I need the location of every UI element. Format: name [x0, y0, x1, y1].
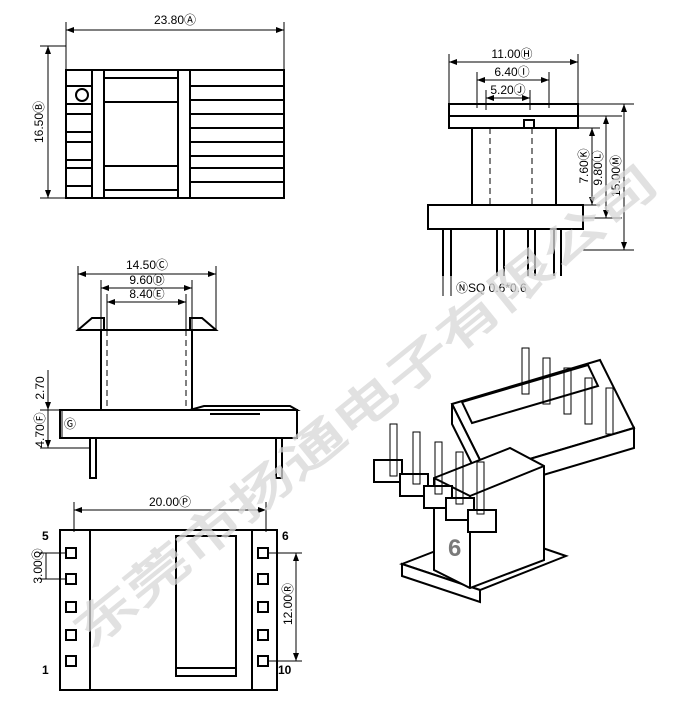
pin-label-6: 6 [282, 529, 289, 543]
bottom-view: 20.00Ⓟ 5 6 1 10 3.00Ⓠ [31, 495, 302, 691]
front-width-a-dimension: 14.50Ⓒ [126, 258, 168, 272]
bottom-span-dimension: 12.00Ⓡ [281, 583, 295, 625]
side-height-a-dimension: 7.60Ⓚ [577, 148, 591, 183]
front-height-a-dimension: 2.70 [33, 376, 47, 400]
pin1-mark-icon [75, 88, 89, 102]
side-height-b-dimension: 9.80Ⓛ [591, 150, 605, 185]
pin-spec-label: ⓃSQ 0.6*0.6 [456, 281, 527, 295]
pin-label-1: 1 [42, 663, 49, 677]
top-width-dimension: 23.80Ⓐ [154, 13, 196, 27]
front-width-c-dimension: 8.40Ⓔ [129, 287, 164, 301]
side-view: 11.00Ⓗ 6.40Ⓘ 5.20Ⓙ 7. [427, 47, 634, 296]
pin-label-5: 5 [42, 529, 49, 543]
side-inner-b-dimension: 5.20Ⓙ [490, 83, 525, 97]
isometric-view: 6 [373, 347, 636, 604]
bottom-width-dimension: 20.00Ⓟ [149, 495, 191, 509]
top-height-dimension: 16.50Ⓑ [32, 101, 46, 143]
front-height-b-dimension: 4.70Ⓕ [33, 412, 47, 447]
isometric-pin-label: 6 [448, 535, 461, 562]
side-inner-a-dimension: 6.40Ⓘ [494, 65, 529, 79]
side-width-dimension: 11.00Ⓗ [491, 47, 532, 61]
side-height-total-dimension: 15.00Ⓜ [609, 155, 623, 197]
front-height-c-dimension: Ⓖ [64, 417, 76, 431]
front-width-b-dimension: 9.60Ⓓ [129, 273, 164, 287]
front-view: 14.50Ⓒ 9.60Ⓓ 8.40Ⓔ 2.70 [33, 258, 301, 479]
bottom-pitch-dimension: 3.00Ⓠ [31, 548, 45, 583]
pin-label-10: 10 [278, 663, 292, 677]
top-view: 23.80Ⓐ 16.50Ⓑ [32, 13, 285, 199]
